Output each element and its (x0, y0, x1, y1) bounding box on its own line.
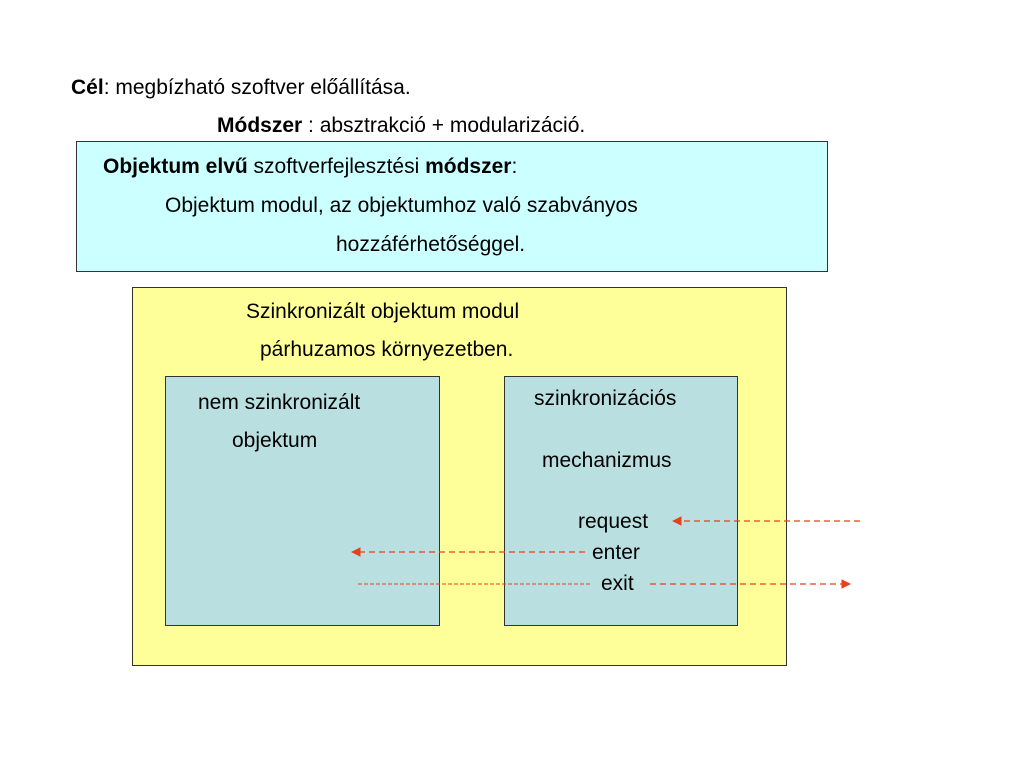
oo-end: : (511, 155, 518, 178)
mechanism-line-2: mechanizmus (542, 449, 672, 472)
mechanism-line-1: szinkronizációs (534, 387, 677, 410)
oo-bold-a: Objektum elvű (103, 155, 248, 178)
sync-title-2: párhuzamos környezetben. (260, 338, 514, 361)
goal-line: Cél: megbízható szoftver előállítása. (71, 77, 411, 98)
oo-line-1: Objektum elvű szoftverfejlesztési módsze… (103, 156, 517, 177)
enter-label: enter (592, 541, 640, 564)
sync-title-1: Szinkronizált objektum modul (246, 300, 520, 323)
oo-bold-b: módszer (425, 155, 512, 178)
oo-line-2: Objektum modul, az objektumhoz való szab… (165, 194, 638, 217)
unsync-line-1: nem szinkronizált (198, 391, 361, 414)
method-line: Módszer : absztrakció + modularizáció. (217, 115, 585, 136)
oo-method-box (76, 141, 828, 272)
method-text: : absztrakció + modularizáció. (302, 114, 586, 137)
unsync-line-2: objektum (232, 429, 318, 452)
request-label: request (578, 510, 649, 533)
goal-text: : megbízható szoftver előállítása. (103, 76, 411, 99)
method-label: Módszer (217, 114, 303, 137)
oo-mid: szoftverfejlesztési (247, 155, 426, 178)
goal-label: Cél (71, 76, 104, 99)
exit-label: exit (601, 572, 634, 595)
oo-line-3: hozzáférhetőséggel. (336, 233, 526, 256)
